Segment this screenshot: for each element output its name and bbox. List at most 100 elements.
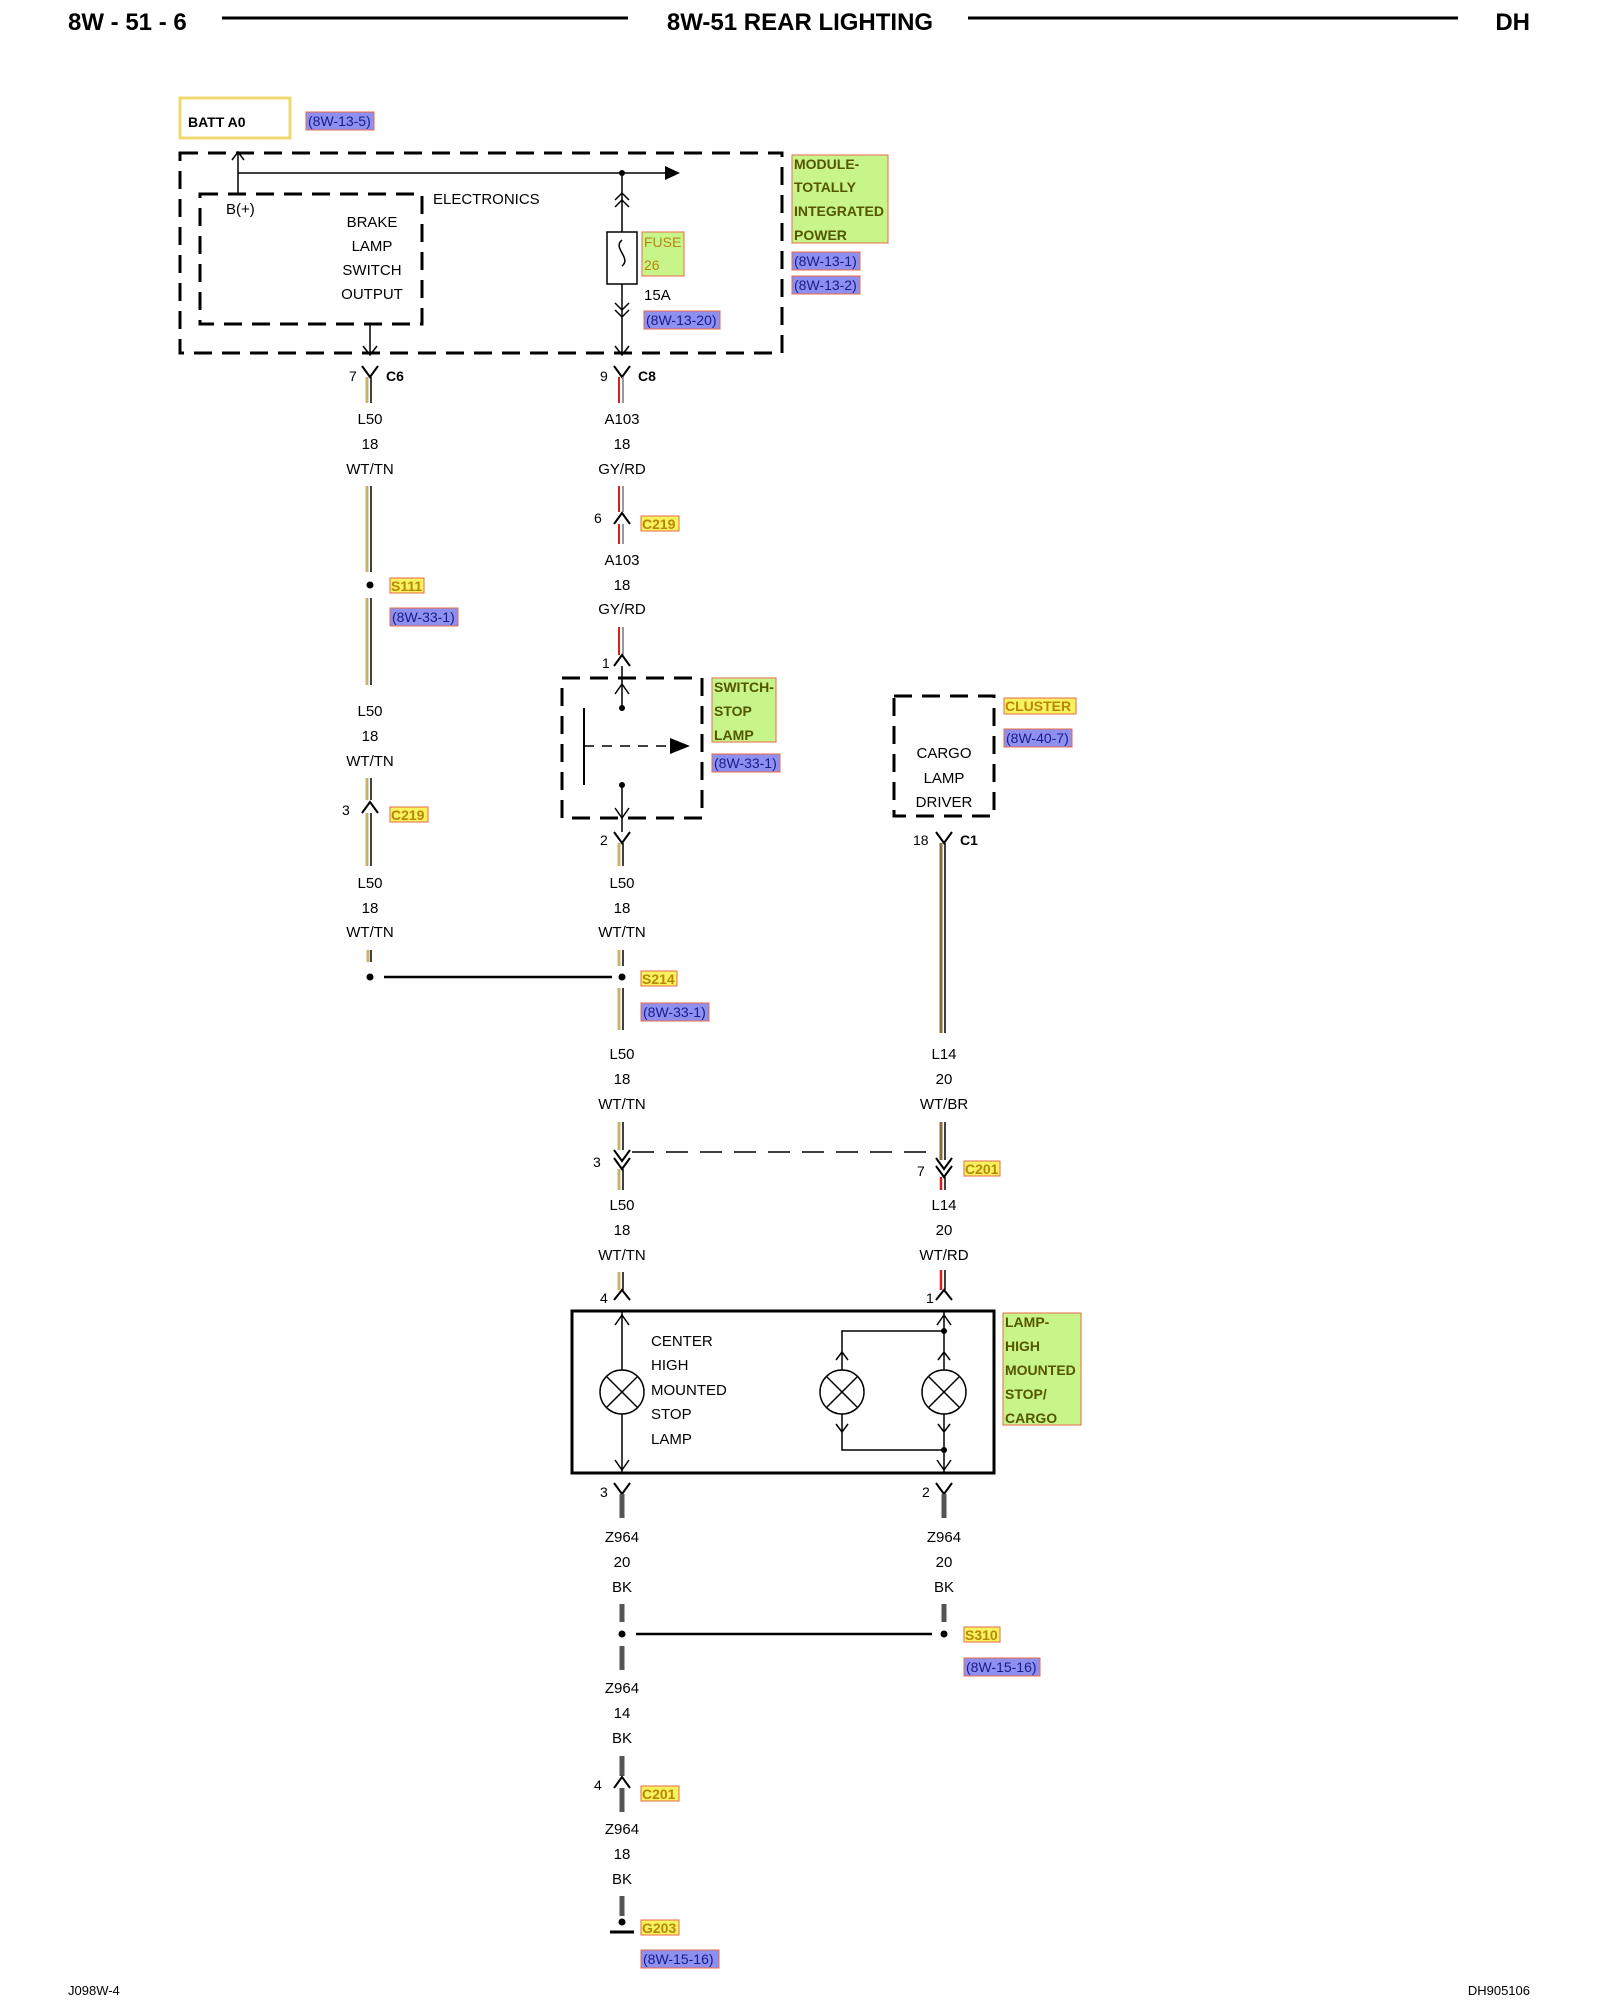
- c1-pin: 18: [913, 832, 929, 848]
- wire-a103-1-circuit: A103: [604, 411, 639, 428]
- c1-name: C1: [960, 832, 978, 848]
- wire-a103-2-circuit: A103: [604, 552, 639, 569]
- switch-name-line2: STOP: [714, 703, 752, 719]
- switch-output-arrow: [362, 345, 378, 357]
- c201-a-pin: 3: [593, 1154, 601, 1170]
- fuse-name-line2: 26: [644, 257, 660, 273]
- cargo-return-node: [941, 1447, 947, 1453]
- chmsl-out-arrow: [614, 1459, 630, 1472]
- c201-b-connector-icon-2: [935, 1165, 953, 1179]
- cluster-text-line3: DRIVER: [916, 794, 973, 811]
- wire-l50-5-gauge: 18: [614, 1071, 631, 1088]
- g203-ref-highlight: [640, 1949, 720, 1969]
- lamp-text-line3: MOUNTED: [651, 1382, 727, 1399]
- wire-l50-4-color: WT/TN: [598, 924, 645, 941]
- wire-z964-1-circuit: Z964: [605, 1529, 639, 1546]
- s310-name: S310: [965, 1627, 998, 1643]
- wire-a103-1-color: GY/RD: [598, 461, 646, 478]
- wire-z964-2-color: BK: [934, 1579, 954, 1596]
- tipm-ref-1[interactable]: (8W-13-1): [794, 253, 857, 269]
- c6-name: C6: [386, 368, 404, 384]
- cargo-out-arrow: [936, 1459, 952, 1472]
- page-number: 8W - 51 - 6: [68, 9, 187, 36]
- wire-z964-3-color: BK: [612, 1730, 632, 1747]
- cluster-text-line1: CARGO: [916, 745, 971, 762]
- s214-ref[interactable]: (8W-33-1): [643, 1004, 706, 1020]
- wire-l50-2-gauge: 18: [362, 728, 379, 745]
- wire-l50-6-gauge: 18: [614, 1222, 631, 1239]
- fuse-icon: [618, 239, 626, 267]
- chmsl-in-arrow: [614, 1313, 630, 1326]
- batt-ref[interactable]: (8W-13-5): [308, 113, 371, 129]
- s111-ref[interactable]: (8W-33-1): [392, 609, 455, 625]
- switch-pin2-connector-icon: [613, 831, 631, 845]
- lamp-text-line4: STOP: [651, 1406, 692, 1423]
- s111-ref-highlight: [389, 607, 459, 627]
- lamp-pin1-connector-icon: [935, 1288, 953, 1301]
- switch-contact-top: [619, 705, 625, 711]
- s111-name: S111: [391, 578, 422, 594]
- wire-z964-2-gauge: 20: [936, 1554, 953, 1571]
- lamp-pin1: 1: [926, 1290, 934, 1306]
- cluster-ref[interactable]: (8W-40-7): [1006, 730, 1069, 746]
- c201-c-connector-icon: [613, 1775, 631, 1789]
- wire-l50-3-gauge: 18: [362, 900, 379, 917]
- wire-l50-5-circuit: L50: [609, 1046, 634, 1063]
- cluster-text-line2: LAMP: [924, 770, 965, 787]
- switch-ref[interactable]: (8W-33-1): [714, 755, 777, 771]
- wire-l50-5-color: WT/TN: [598, 1096, 645, 1113]
- s310-ref-highlight: [963, 1657, 1041, 1677]
- wire-l14-1-color: WT/BR: [920, 1096, 968, 1113]
- c201-a-connector-icon-2: [613, 1157, 631, 1171]
- lamp-name-line1: LAMP-: [1005, 1314, 1050, 1330]
- c219-b-pin: 3: [342, 802, 350, 818]
- lamp-text-line2: HIGH: [651, 1357, 689, 1374]
- wire-l50-6-color: WT/TN: [598, 1247, 645, 1264]
- c219-a-connector-icon: [613, 511, 631, 525]
- batt-box: [178, 96, 292, 140]
- wire-z964-1-color: BK: [612, 1579, 632, 1596]
- lamp-text-line1: CENTER: [651, 1333, 713, 1350]
- c8-connector-icon: [613, 365, 631, 379]
- cluster-box: [892, 694, 996, 818]
- cluster-ref-highlight: [1003, 728, 1073, 748]
- lamp-name-line2: HIGH: [1005, 1338, 1040, 1354]
- wire-l50-2-color: WT/TN: [346, 753, 393, 770]
- tipm-ref-2[interactable]: (8W-13-2): [794, 277, 857, 293]
- fuse-ref[interactable]: (8W-13-20): [646, 312, 717, 328]
- fuse-chevron-top-1: [614, 191, 630, 201]
- wire-l14-1-circuit: L14: [931, 1046, 956, 1063]
- left-join-dot: [366, 973, 374, 981]
- wire-l50-2-circuit: L50: [357, 703, 382, 720]
- fuse-chevron-bot-2: [614, 309, 630, 319]
- fuse-ref-highlight: [643, 310, 721, 330]
- switch-output-line3: SWITCH: [342, 262, 401, 279]
- footer-left: J098W-4: [68, 1983, 120, 1998]
- wire-l50-4-circuit: L50: [609, 875, 634, 892]
- switch-in-arrow: [614, 682, 630, 695]
- wire-l14-2-color: WT/RD: [919, 1247, 968, 1264]
- c201-c-name: C201: [642, 1786, 676, 1802]
- bplus-label: B(+): [226, 201, 255, 218]
- wire-a103-2-gauge: 18: [614, 577, 631, 594]
- wire-l50-1-circuit: L50: [357, 411, 382, 428]
- s214-ref-highlight: [640, 1002, 710, 1022]
- batt-label: BATT A0: [188, 114, 246, 130]
- switch-name-highlight: [711, 677, 777, 743]
- page-title: 8W-51 REAR LIGHTING: [667, 9, 933, 36]
- g203-ref[interactable]: (8W-15-16): [643, 1951, 714, 1967]
- cargo-right-x2: [928, 1376, 960, 1408]
- lamp-pin2-connector-icon: [935, 1482, 953, 1496]
- wire-l14-1-gauge: 20: [936, 1071, 953, 1088]
- s214-highlight: [640, 970, 678, 987]
- c8-name: C8: [638, 368, 656, 384]
- tipm-name-highlight: [791, 154, 889, 244]
- s310-ref[interactable]: (8W-15-16): [966, 1659, 1037, 1675]
- footer-right: DH905106: [1468, 1983, 1530, 1998]
- bplus-arrow: [231, 150, 245, 161]
- c201-c-pin: 4: [594, 1777, 602, 1793]
- c219-b-connector-icon: [361, 800, 379, 814]
- cargo-right-in-arrow: [937, 1350, 951, 1361]
- cluster-name: CLUSTER: [1005, 698, 1071, 714]
- cargo-return-wire: [841, 1414, 944, 1451]
